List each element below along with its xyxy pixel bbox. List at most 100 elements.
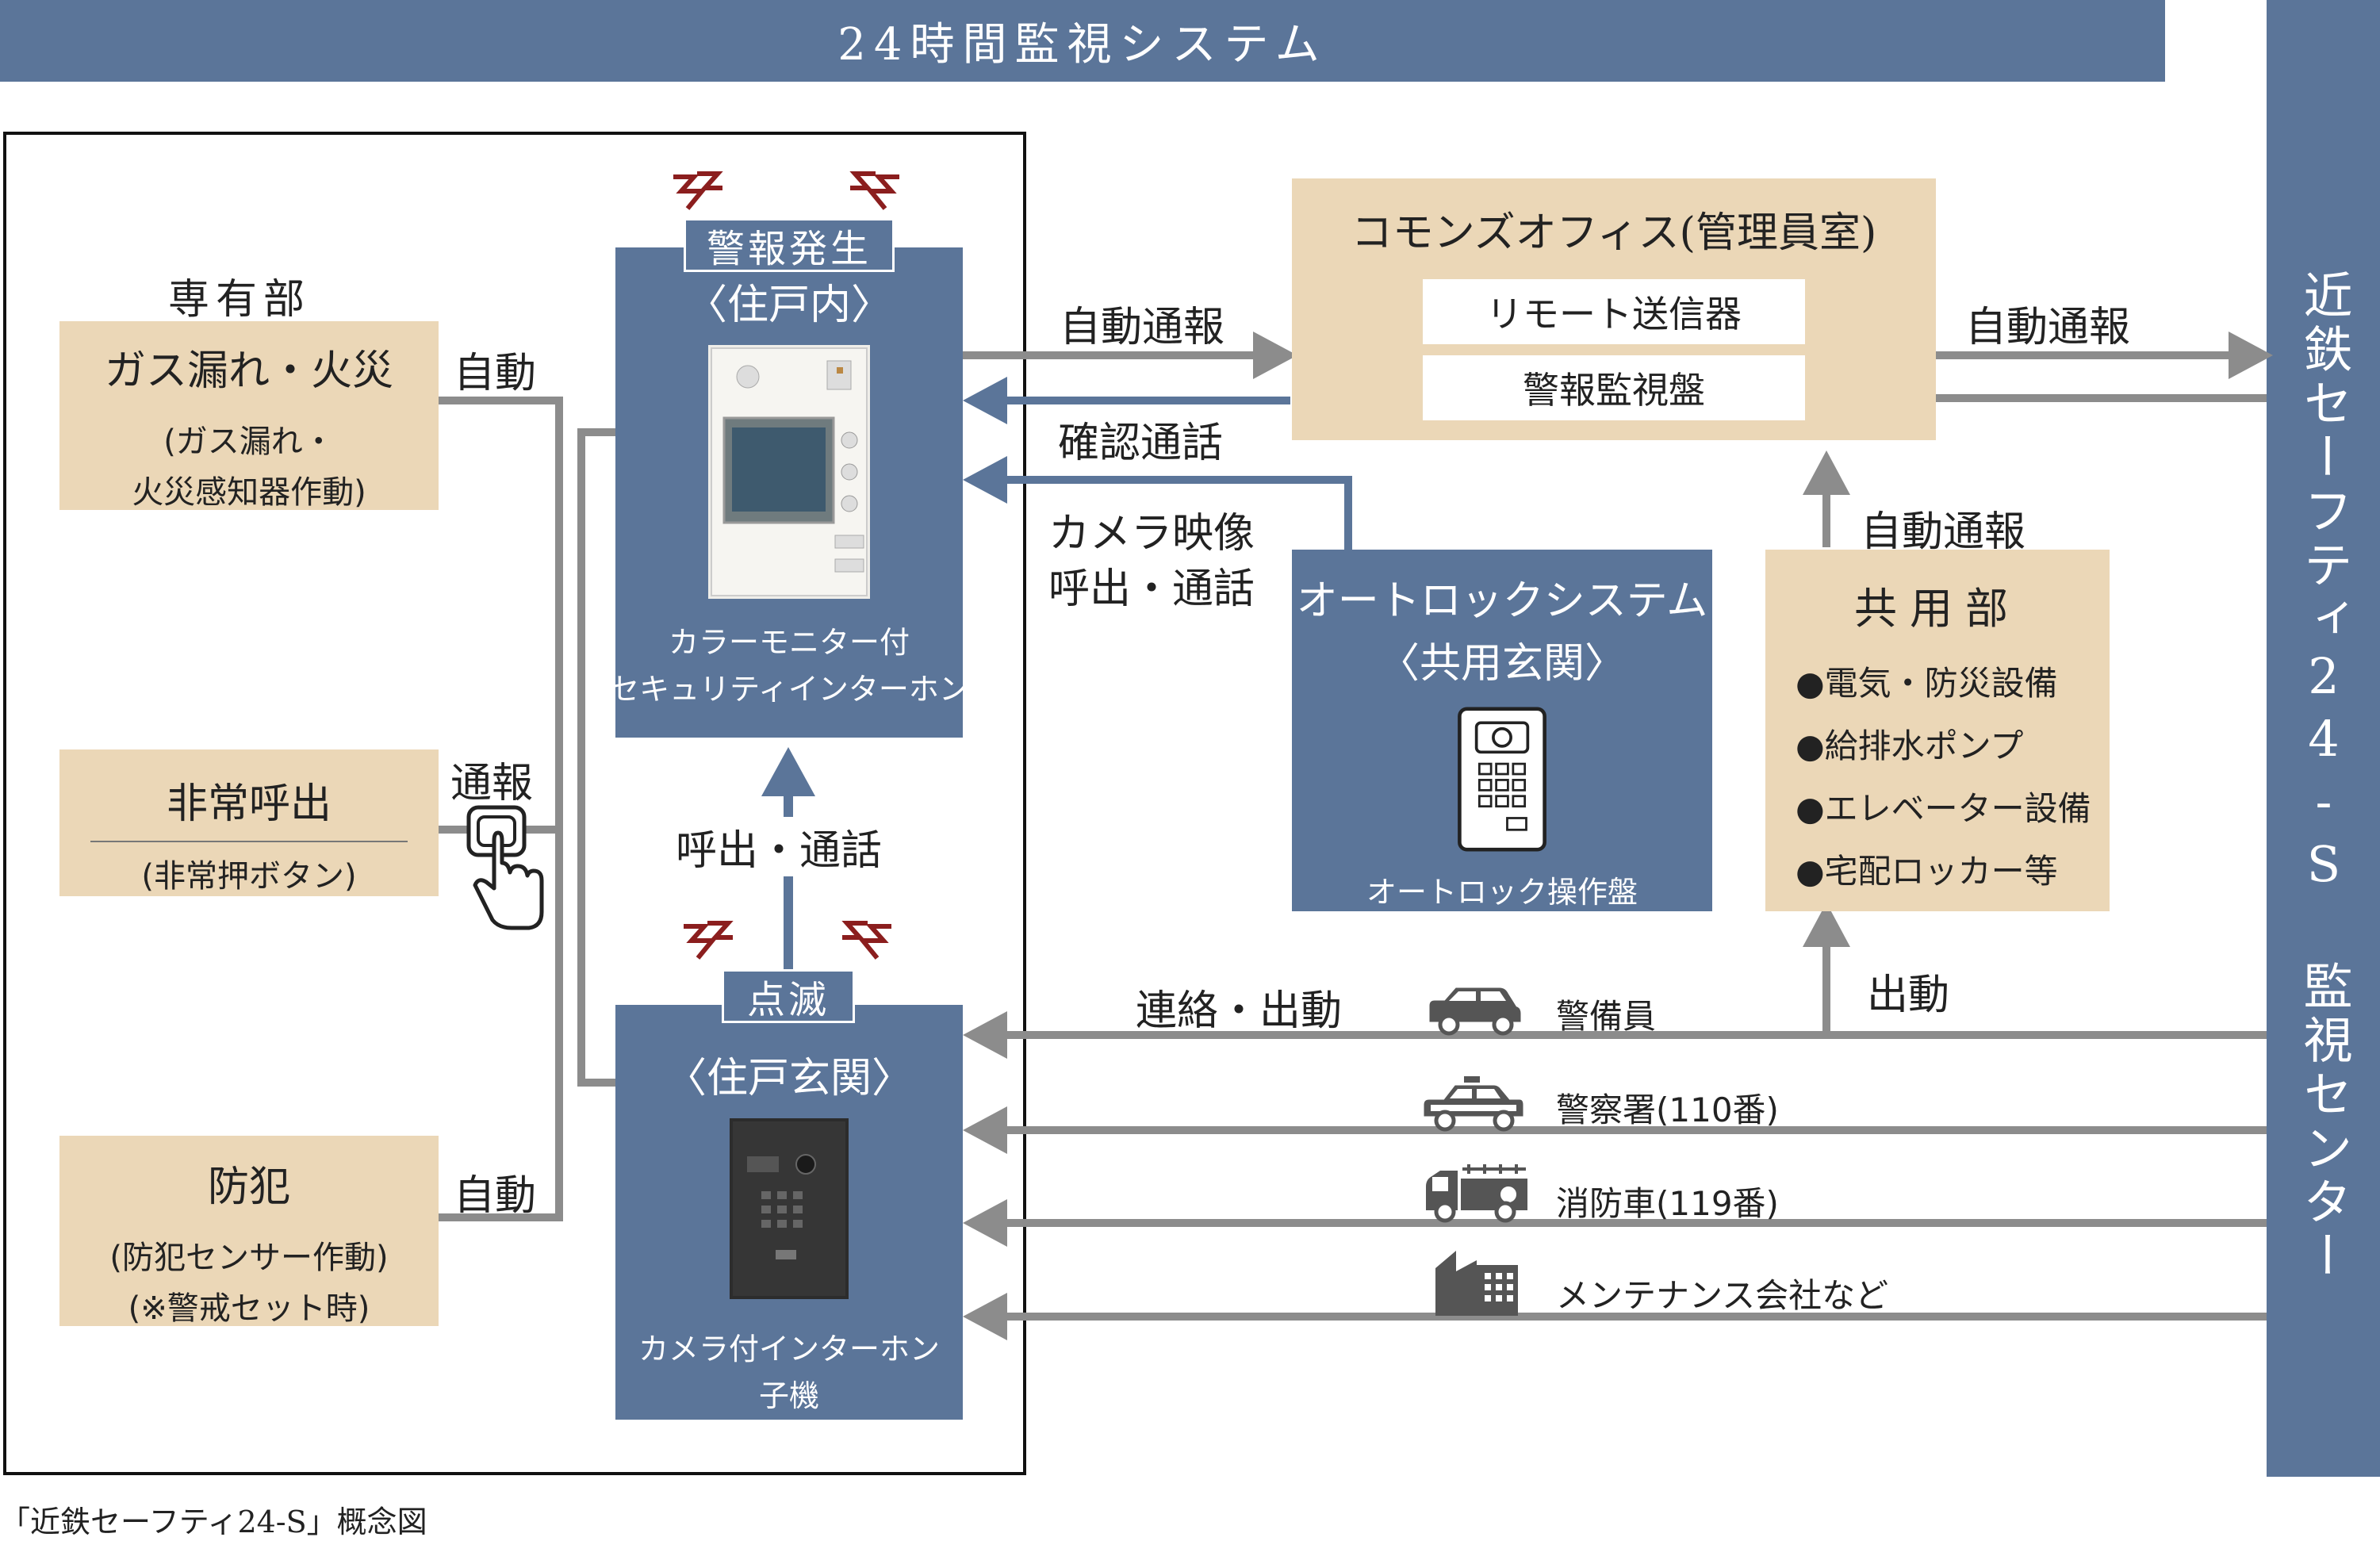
banner-title: 24時間監視システム: [837, 19, 1328, 71]
diagram-caption: 「近鉄セーフティ24-S」概念図: [0, 1505, 427, 1539]
office-item-1: リモート送信器: [1486, 293, 1742, 335]
common-title: 共用部: [1854, 584, 2021, 634]
arrow-head-auto-report-1: [1253, 332, 1297, 379]
line-gas: [436, 397, 563, 404]
title-banner: 24時間監視システム: [0, 0, 2165, 82]
line-security: [436, 1213, 563, 1221]
common-item-3: ●エレベーター設備: [1796, 789, 2091, 828]
arrow-head-auto-report-2: [2229, 332, 2273, 379]
blink-tag-text: 点滅: [746, 978, 830, 1022]
line-to-indoor: [577, 428, 615, 436]
confirm-call-label: 確認通話: [1058, 420, 1224, 467]
indoor-device-line-1: カラーモニター付: [668, 625, 910, 660]
arrow-head-fire: [963, 1199, 1007, 1247]
security-title: 防犯: [207, 1163, 290, 1211]
maintenance-label: メンテナンス会社など: [1556, 1276, 1889, 1315]
guard-car-icon: [1427, 985, 1523, 1036]
dispatch-label: 出動: [1867, 972, 1950, 1019]
emergency-box: 非常呼出 (非常押ボタン): [59, 749, 439, 896]
entrance-device-line-2: 子機: [758, 1378, 819, 1413]
common-item-1: ●電気・防災設備: [1796, 664, 2058, 703]
line-confirm-call: [1003, 397, 1290, 404]
auto-report-label-2: 自動通報: [1965, 304, 2131, 351]
arrow-head-dispatch: [1803, 903, 1850, 947]
entrance-title: 〈住戸玄関〉: [665, 1055, 913, 1102]
residence-frame: [3, 132, 1026, 1475]
security-intercom-monitor-icon: [708, 345, 870, 599]
emergency-divider: [90, 841, 408, 842]
gas-title: ガス漏れ・火災: [104, 347, 393, 395]
monitoring-center-bar: [2267, 0, 2380, 1477]
line-fire: [1003, 1219, 2267, 1227]
indoor-device-line-2: セキュリティインターホン: [609, 672, 969, 707]
gas-desc-2: 火災感知器作動): [132, 474, 366, 511]
entrance-unit-panel: 〈住戸玄関〉 カメラ付インターホン 子機: [615, 1005, 963, 1420]
private-heading: 専有部: [168, 276, 312, 324]
auto-report-label-3: 自動通報: [1861, 508, 2026, 556]
security-box: 防犯 (防犯センサー作動) (※警戒セット時): [59, 1136, 439, 1327]
blink-spark-icon-left: [684, 921, 734, 960]
alarm-spark-icon-left: [673, 171, 723, 210]
police-car-icon: [1421, 1076, 1526, 1132]
gas-fire-box: ガス漏れ・火災 (ガス漏れ・ 火災感知器作動): [59, 321, 439, 511]
emergency-desc: (非常押ボタン): [141, 858, 357, 895]
entrance-intercom-icon: [730, 1118, 849, 1299]
line-dispatch: [1822, 944, 1830, 1031]
security-desc-2: (※警戒セット時): [128, 1290, 370, 1327]
line-auto-report-1: [963, 351, 1264, 359]
auto-label-1: 自動: [454, 350, 537, 397]
autolock-keypad-icon: [1458, 707, 1546, 852]
guard-label: 警備員: [1556, 997, 1657, 1036]
line-camera: [1003, 476, 1352, 484]
line-auto-report-3: [1822, 492, 1830, 547]
alarm-tag: 警報発生: [684, 218, 895, 272]
line-bus-vertical: [555, 397, 563, 1221]
autolock-title: オートロックシステム: [1296, 577, 1708, 625]
autolock-panel: オートロックシステム 〈共用玄関〉 オートロック操作盤: [1292, 550, 1712, 911]
line-camera-vertical: [1344, 476, 1352, 552]
common-item-2: ●給排水ポンプ: [1796, 726, 2024, 765]
gas-desc-1: (ガス漏れ・: [163, 424, 335, 460]
remote-transmitter-box: リモート送信器: [1423, 279, 1805, 344]
arrow-head-camera: [963, 456, 1007, 504]
fire-truck-icon: [1426, 1164, 1527, 1223]
monitoring-center-label: 近鉄セーフティ24-S 監視センター: [2294, 270, 2353, 1284]
line-bus-inner: [577, 428, 585, 1087]
push-button-icon: [466, 805, 544, 930]
alarm-monitor-box: 警報監視盤: [1423, 355, 1805, 420]
arrow-head-auto-report-3: [1803, 450, 1850, 495]
office-title: コモンズオフィス(管理員室): [1351, 209, 1877, 257]
line-maint: [1003, 1313, 2267, 1321]
common-item-4: ●宅配ロッカー等: [1796, 852, 2058, 891]
contact-dispatch-label: 連絡・出動: [1136, 987, 1343, 1035]
arrow-head-confirm-call: [963, 377, 1007, 424]
autolock-panel-label: オートロック操作盤: [1366, 875, 1638, 910]
arrow-head-maint: [963, 1293, 1007, 1340]
alarm-spark-icon-right: [849, 171, 899, 210]
arrow-head-guard: [963, 1011, 1007, 1059]
autolock-subtitle: 〈共用玄関〉: [1378, 640, 1626, 688]
alarm-tag-text: 警報発生: [706, 227, 872, 271]
line-to-entrance: [577, 1079, 615, 1087]
report-label: 通報: [450, 760, 534, 807]
company-building-icon: [1435, 1251, 1518, 1316]
entrance-device-line-1: カメラ付インターホン: [638, 1332, 940, 1367]
fire-label: 消防車(119番): [1556, 1184, 1779, 1223]
common-area-box: 共用部 ●電気・防災設備 ●給排水ポンプ ●エレベーター設備 ●宅配ロッカー等: [1765, 550, 2110, 911]
commons-office-box: コモンズオフィス(管理員室) リモート送信器 警報監視盤: [1292, 178, 1936, 440]
arrow-head-police: [963, 1106, 1007, 1154]
office-item-2: 警報監視盤: [1523, 369, 1705, 412]
line-police: [1003, 1126, 2267, 1134]
blink-spark-icon-right: [841, 921, 891, 960]
line-auto-report-2: [1935, 351, 2244, 359]
call-label: 呼出・通話: [676, 817, 883, 876]
police-label: 警察署(110番): [1556, 1091, 1779, 1129]
camera-label-1: カメラ映像: [1048, 510, 1255, 558]
camera-label-2: 呼出・通話: [1048, 565, 1255, 613]
indoor-title: 〈住戸内〉: [685, 282, 892, 329]
auto-report-label-1: 自動通報: [1060, 304, 1225, 351]
indoor-unit-panel: 〈住戸内〉 カラーモニター付 セキュリティインターホン: [609, 247, 969, 738]
line-guard: [1003, 1031, 2267, 1039]
auto-label-2: 自動: [454, 1172, 537, 1220]
blink-tag: 点滅: [722, 969, 855, 1023]
